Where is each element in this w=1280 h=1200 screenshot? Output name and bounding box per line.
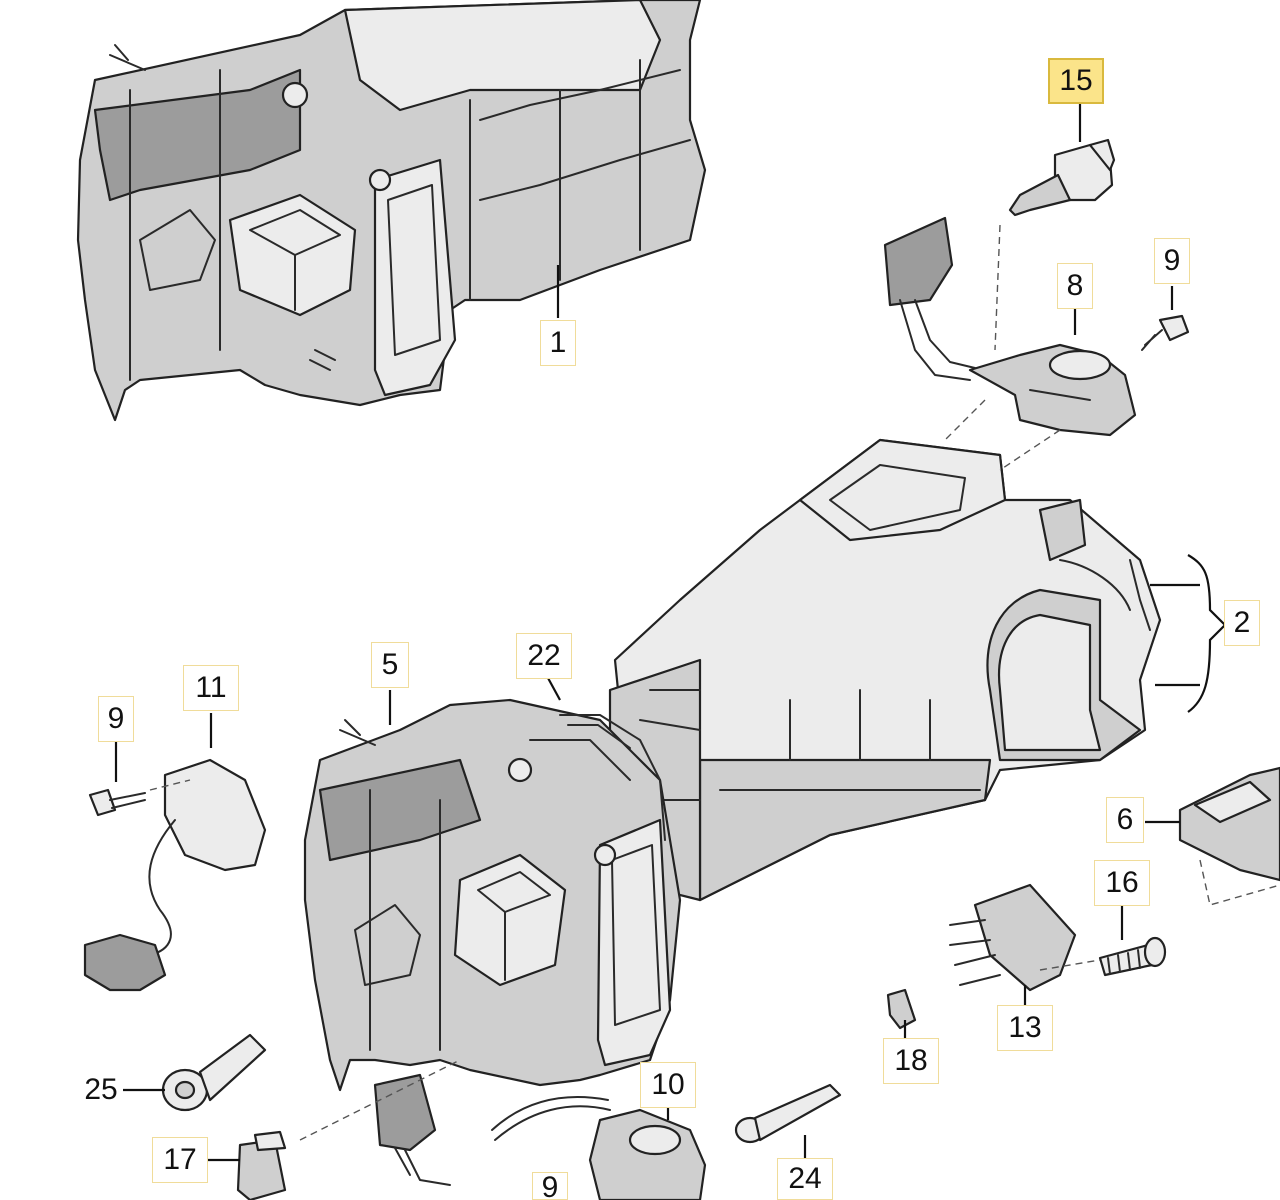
assembly-guides xyxy=(149,224,1280,1141)
part-24-strap xyxy=(734,1083,842,1144)
callout-16: 16 xyxy=(1094,860,1150,906)
callout-1: 1 xyxy=(540,320,576,366)
part-22-seal xyxy=(559,714,666,841)
callout-13: 13 xyxy=(997,1005,1053,1051)
callout-9-top: 9 xyxy=(1154,238,1190,284)
callout-17: 17 xyxy=(152,1137,208,1183)
callout-24: 24 xyxy=(777,1158,833,1200)
callout-5: 5 xyxy=(371,642,409,688)
part-2-blower-housing xyxy=(608,438,1162,902)
part-5-lower-housing xyxy=(303,698,682,1092)
callout-25: 25 xyxy=(84,1073,118,1106)
part-11-sensor-cable xyxy=(83,758,267,992)
part-18-clip xyxy=(886,988,917,1030)
leader-lines xyxy=(114,104,1227,1162)
part-9-bolt-top xyxy=(1141,314,1190,351)
callout-9-left: 9 xyxy=(98,696,134,742)
callout-22: 22 xyxy=(516,633,572,679)
callout-15: 15 xyxy=(1048,58,1104,104)
part-15-sensor xyxy=(1008,138,1116,217)
callout-2: 2 xyxy=(1224,600,1260,646)
part-17-connector xyxy=(236,1130,287,1200)
callout-10: 10 xyxy=(640,1062,696,1108)
part-6-duct xyxy=(1178,766,1280,882)
part-9-bolt-left xyxy=(88,788,146,817)
callout-9-bottom: 9 xyxy=(532,1172,568,1200)
callout-6: 6 xyxy=(1106,797,1144,843)
part-25-bracket xyxy=(161,1033,267,1112)
callout-8: 8 xyxy=(1057,263,1093,309)
callout-18: 18 xyxy=(883,1038,939,1084)
part-16-screw xyxy=(1098,936,1167,977)
part-1-heater-housing xyxy=(76,0,707,422)
part-8-actuator-motor xyxy=(883,216,1137,437)
part-13-resistor xyxy=(949,883,1077,992)
callout-11: 11 xyxy=(183,665,239,711)
part-10-actuator-motor xyxy=(373,1073,707,1200)
